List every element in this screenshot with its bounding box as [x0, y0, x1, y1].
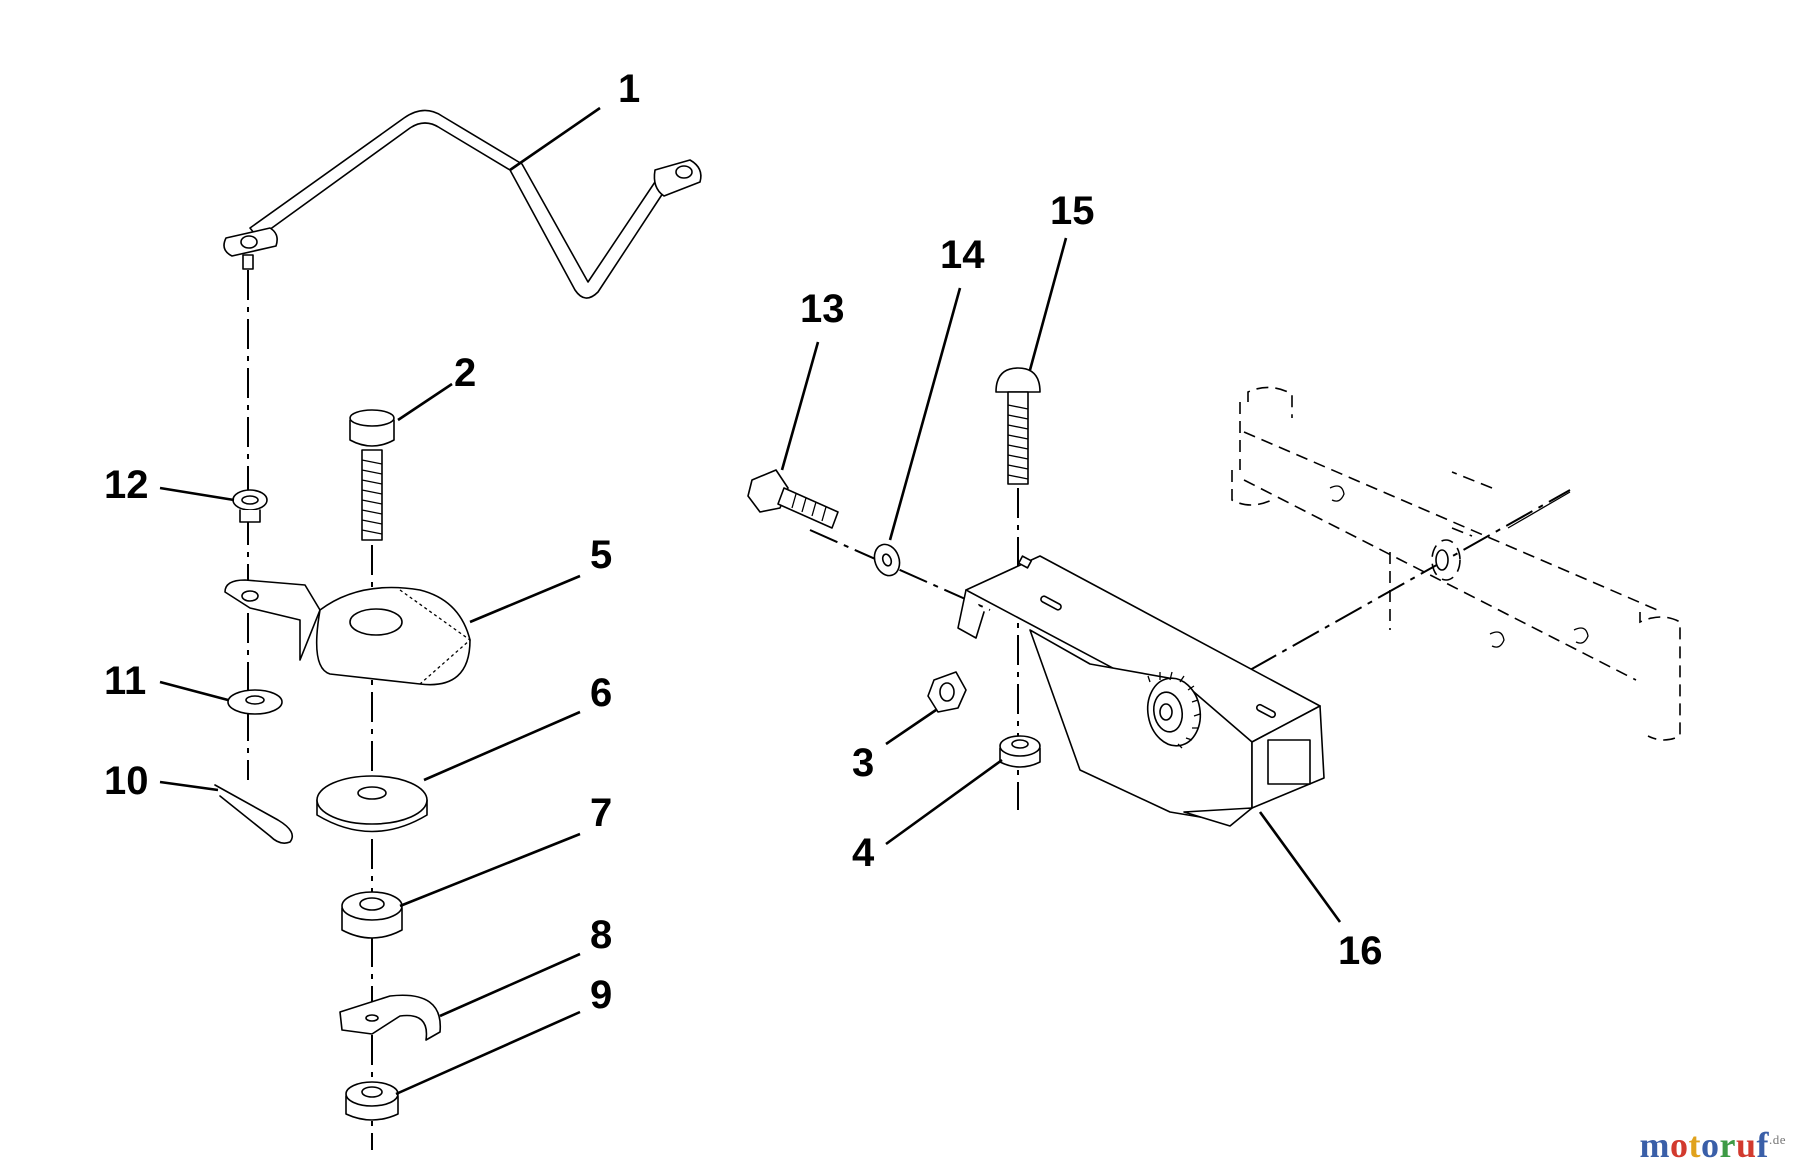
watermark-letter: r [1719, 1125, 1736, 1165]
part-3-hex-nut [927, 671, 967, 713]
part-15-carriage-bolt [995, 367, 1041, 485]
callout-9: 9 [590, 973, 612, 1017]
part-14-washer [873, 543, 901, 577]
callout-15: 15 [1050, 189, 1095, 233]
leader-14 [888, 287, 962, 541]
callout-13: 13 [800, 287, 845, 331]
callout-16: 16 [1338, 929, 1383, 973]
callout-8: 8 [590, 913, 612, 957]
watermark-letter: o [1700, 1125, 1720, 1165]
part-7-hex-nut [341, 891, 403, 939]
leader-6 [423, 710, 581, 782]
callout-1: 1 [618, 67, 640, 111]
leader-2 [397, 382, 453, 422]
callout-12: 12 [104, 463, 149, 507]
part-5-sector-gear [224, 579, 472, 686]
part-16-bracket [957, 555, 1325, 827]
watermark-letter: u [1735, 1125, 1757, 1165]
leader-13 [780, 341, 820, 471]
leader-1 [509, 106, 601, 172]
leader-5 [469, 574, 581, 624]
callout-4: 4 [852, 831, 875, 875]
callout-6: 6 [590, 671, 612, 715]
callout-14: 14 [940, 233, 985, 277]
part-4-nut [999, 735, 1041, 768]
watermark-letter: f [1756, 1125, 1769, 1165]
reference-axle-dashed [1231, 386, 1681, 741]
watermark-letter: m [1639, 1125, 1670, 1165]
leader-9 [395, 1010, 581, 1096]
leader-15 [1028, 237, 1068, 371]
callout-10: 10 [104, 759, 149, 803]
leader-11 [159, 680, 229, 702]
watermark-logo: motoruf.de [1639, 1124, 1786, 1166]
part-13-hex-bolt [747, 469, 839, 529]
callout-2: 2 [454, 351, 476, 395]
leader-4 [885, 758, 1003, 846]
part-10-cotter-pin [214, 784, 294, 844]
callout-11: 11 [104, 659, 146, 703]
part-6-thick-washer [316, 775, 428, 833]
part-2-hex-bolt [349, 409, 395, 541]
part-1-link-rod [223, 109, 702, 299]
part-9-nut [345, 1081, 399, 1121]
part-11-washer [227, 689, 283, 715]
callout-7: 7 [590, 791, 612, 835]
callout-5: 5 [590, 533, 612, 577]
axis-right-horizontal [809, 529, 991, 611]
callout-3: 3 [852, 741, 874, 785]
leader-16 [1258, 811, 1342, 923]
leader-12 [159, 486, 235, 502]
watermark-letter: t [1688, 1125, 1701, 1165]
watermark-tld: .de [1768, 1132, 1786, 1147]
part-8-clip [339, 994, 442, 1041]
axis-right-pivot [1249, 489, 1571, 671]
leader-7 [399, 832, 581, 908]
watermark-letter: o [1669, 1125, 1689, 1165]
leader-10 [159, 780, 219, 792]
leader-8 [439, 952, 581, 1018]
part-12-flange-nut [232, 489, 268, 523]
leader-3 [885, 708, 937, 746]
